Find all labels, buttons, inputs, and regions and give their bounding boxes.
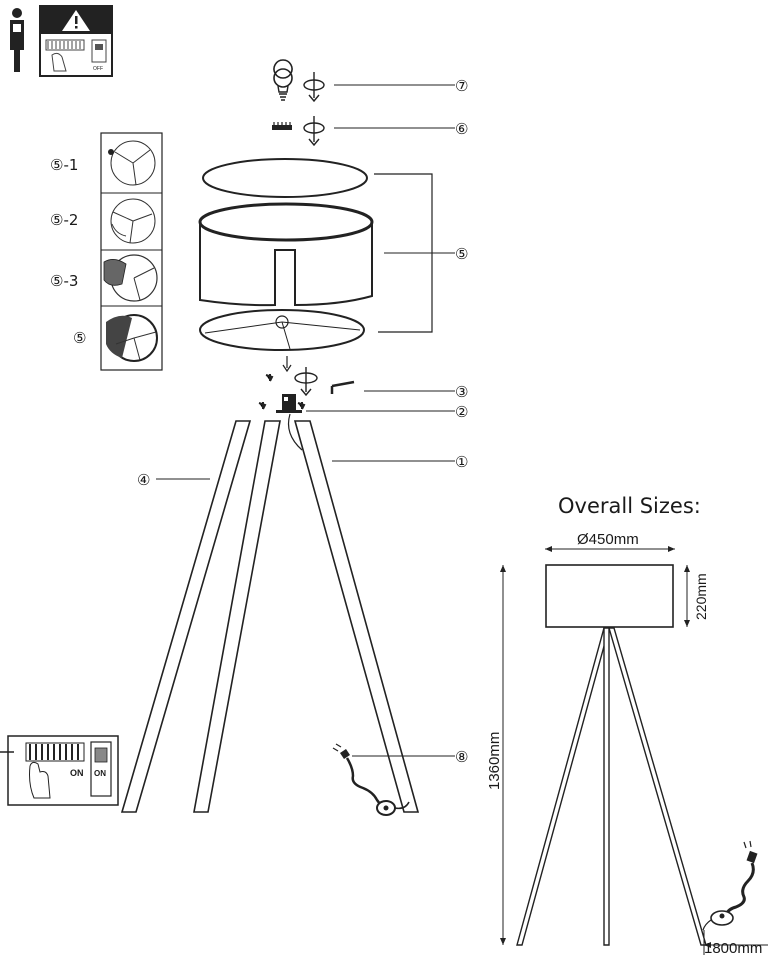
step-label-2: ⑤-2 <box>50 211 78 229</box>
shade-height-dimension <box>684 565 690 627</box>
switch-panel: ON ON <box>0 735 119 806</box>
callout-3: ③ <box>455 383 468 401</box>
allen-key-icon <box>330 380 355 394</box>
total-height-label: 1360mm <box>486 732 503 790</box>
foot-switch-icon <box>376 800 396 816</box>
shade-height-label: 220mm <box>693 573 709 620</box>
shade-steps-panel <box>100 132 163 371</box>
power-plug-icon <box>332 743 350 759</box>
rotate-clockwise-icon <box>294 367 318 397</box>
mini-lamp-shade <box>545 564 674 628</box>
diameter-dimension <box>545 546 675 552</box>
ring-nut-icon <box>272 122 292 130</box>
mini-power-cord <box>724 862 755 916</box>
cable-length-label: 1800mm <box>704 940 762 957</box>
foot-switch-icon <box>702 910 734 931</box>
callout-6: ⑥ <box>455 120 468 138</box>
power-plug-icon <box>743 840 758 864</box>
safety-off-label: OFF <box>93 66 103 72</box>
overall-sizes-title: Overall Sizes: <box>558 494 701 518</box>
shade-drum <box>198 202 374 307</box>
down-arrow-icon <box>282 356 292 373</box>
shade-bottom-frame <box>199 309 365 351</box>
step-label-1: ⑤-1 <box>50 156 78 174</box>
callout-8: ⑧ <box>455 748 468 766</box>
step-label-3: ⑤-3 <box>50 272 78 290</box>
step-4-sketch <box>106 314 158 362</box>
callout-5: ⑤ <box>455 245 468 263</box>
electrician-icon <box>10 8 24 72</box>
switch-on-label: ON <box>70 768 84 778</box>
light-bulb-icon <box>273 59 293 101</box>
callout-2: ② <box>455 403 468 421</box>
diameter-label: Ø450mm <box>577 531 639 548</box>
lamp-socket-icon <box>276 394 302 413</box>
cable-length-dimension <box>703 930 768 955</box>
step-label-4: ⑤ <box>73 329 86 347</box>
rotate-clockwise-icon <box>303 72 325 103</box>
callout-7: ⑦ <box>455 77 468 95</box>
step-1-sketch <box>108 140 156 186</box>
total-height-dimension <box>500 565 506 945</box>
step-2-sketch <box>110 198 156 244</box>
safety-pictogram: OFF <box>10 5 113 77</box>
callout-4: ④ <box>137 471 150 489</box>
warning-breaker-icon: OFF <box>39 5 113 77</box>
rotate-clockwise-icon <box>303 116 325 147</box>
screw-icon <box>258 374 306 410</box>
tripod-legs <box>120 413 420 813</box>
shade-top-disc <box>202 158 368 198</box>
step-3-sketch <box>103 254 158 302</box>
callout-1: ① <box>455 453 468 471</box>
mini-lamp-legs <box>516 627 707 946</box>
switch-on-label-small: ON <box>94 769 106 778</box>
